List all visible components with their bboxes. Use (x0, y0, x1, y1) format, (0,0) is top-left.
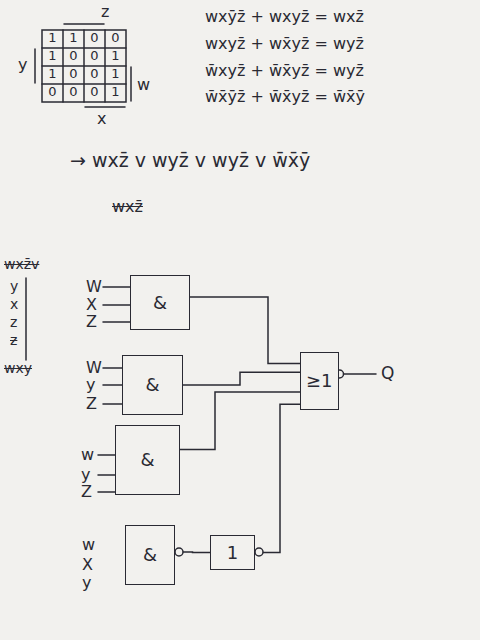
gate-symbol: ≥1 (306, 371, 333, 391)
input-wire (98, 491, 115, 493)
kmap-cell: 1 (42, 49, 63, 64)
input-wire (103, 304, 130, 306)
signal-wire (183, 372, 300, 385)
kmap-bar (34, 49, 36, 83)
input-name: X (86, 296, 97, 314)
kmap-bar (85, 106, 125, 108)
gate-symbol: & (140, 450, 154, 470)
kmap-cell: 0 (63, 67, 84, 82)
kmap-bar (130, 67, 132, 101)
kmap-cell: 0 (105, 31, 126, 46)
input-name: y (81, 466, 90, 484)
inversion-bubble (175, 548, 183, 556)
kmap-cell: 0 (63, 85, 84, 100)
input-name: Z (86, 313, 97, 331)
input-wire (103, 403, 122, 405)
equation: w̄xyz̄ + w̄x̄yz̄ = wyz̄ (205, 62, 364, 80)
scratch-note: y (10, 278, 18, 294)
kmap-cell: 1 (42, 67, 63, 82)
kmap-cell: 1 (42, 31, 63, 46)
scratch-line (25, 278, 27, 360)
input-wire (98, 454, 115, 456)
output-name: Q (381, 364, 394, 384)
and-gate: & (130, 275, 190, 330)
kmap-cell: 0 (84, 85, 105, 100)
and-gate: & (115, 425, 180, 495)
kmap-cell: 1 (105, 49, 126, 64)
input-name: w (82, 536, 95, 554)
input-wire (103, 286, 130, 288)
kmap-variable: w (137, 76, 150, 94)
signal-wire (255, 404, 300, 552)
and-gate: & (125, 525, 175, 585)
input-name: Z (86, 395, 97, 413)
input-wire (98, 474, 115, 476)
kmap-variable: y (18, 56, 27, 74)
or-gate: ≥1 (300, 352, 339, 410)
kmap-cell: 1 (105, 67, 126, 82)
scratch-note: z (10, 314, 17, 330)
inversion-bubble (255, 548, 263, 556)
kmap-grid (42, 30, 126, 102)
kmap-cell: 1 (105, 85, 126, 100)
input-name: X (82, 556, 93, 574)
gate-symbol: & (153, 293, 167, 313)
input-name: W (86, 278, 102, 296)
kmap-cell: 0 (84, 49, 105, 64)
equation: wxyz̄ + wx̄yz̄ = wyz̄ (205, 35, 364, 53)
result-expression: → wxz̄ v wyz̄ v wyz̄ v w̄x̄ȳ (70, 150, 310, 172)
gate-symbol: 1 (227, 543, 238, 563)
output-wire (344, 373, 376, 375)
kmap-variable: z (101, 3, 109, 21)
kmap-bar (64, 23, 104, 25)
gate-symbol: & (143, 545, 157, 565)
scratch-note: wxy (4, 360, 32, 376)
input-wire (103, 321, 130, 323)
scratch-note: x (10, 296, 18, 312)
input-name: y (86, 376, 95, 394)
input-name: Z (81, 483, 92, 501)
signal-wire (190, 297, 300, 364)
equation: w̄x̄ȳz̄ + w̄x̄yz̄ = w̄x̄ȳ (205, 88, 365, 106)
kmap-variable: x (97, 110, 106, 128)
input-name: w (81, 446, 94, 464)
kmap-cell: 0 (84, 31, 105, 46)
kmap-cell: 0 (84, 67, 105, 82)
gate-symbol: & (145, 375, 159, 395)
equation: wxȳz̄ + wxyz̄ = wxz̄ (205, 8, 364, 26)
input-wire (103, 367, 122, 369)
signal-wire (180, 392, 300, 449)
kmap-cell: 0 (63, 49, 84, 64)
kmap-cell: 1 (63, 31, 84, 46)
input-name: W (86, 359, 102, 377)
and-gate: & (122, 355, 183, 415)
kmap-cell: 0 (42, 85, 63, 100)
scratch-note: wxz̄ (112, 198, 143, 216)
input-wire (103, 384, 122, 386)
not-gate: 1 (210, 535, 255, 570)
scratch-note: wxz̄v (4, 256, 39, 272)
scratch-note: z (10, 332, 17, 348)
input-name: y (82, 574, 91, 592)
